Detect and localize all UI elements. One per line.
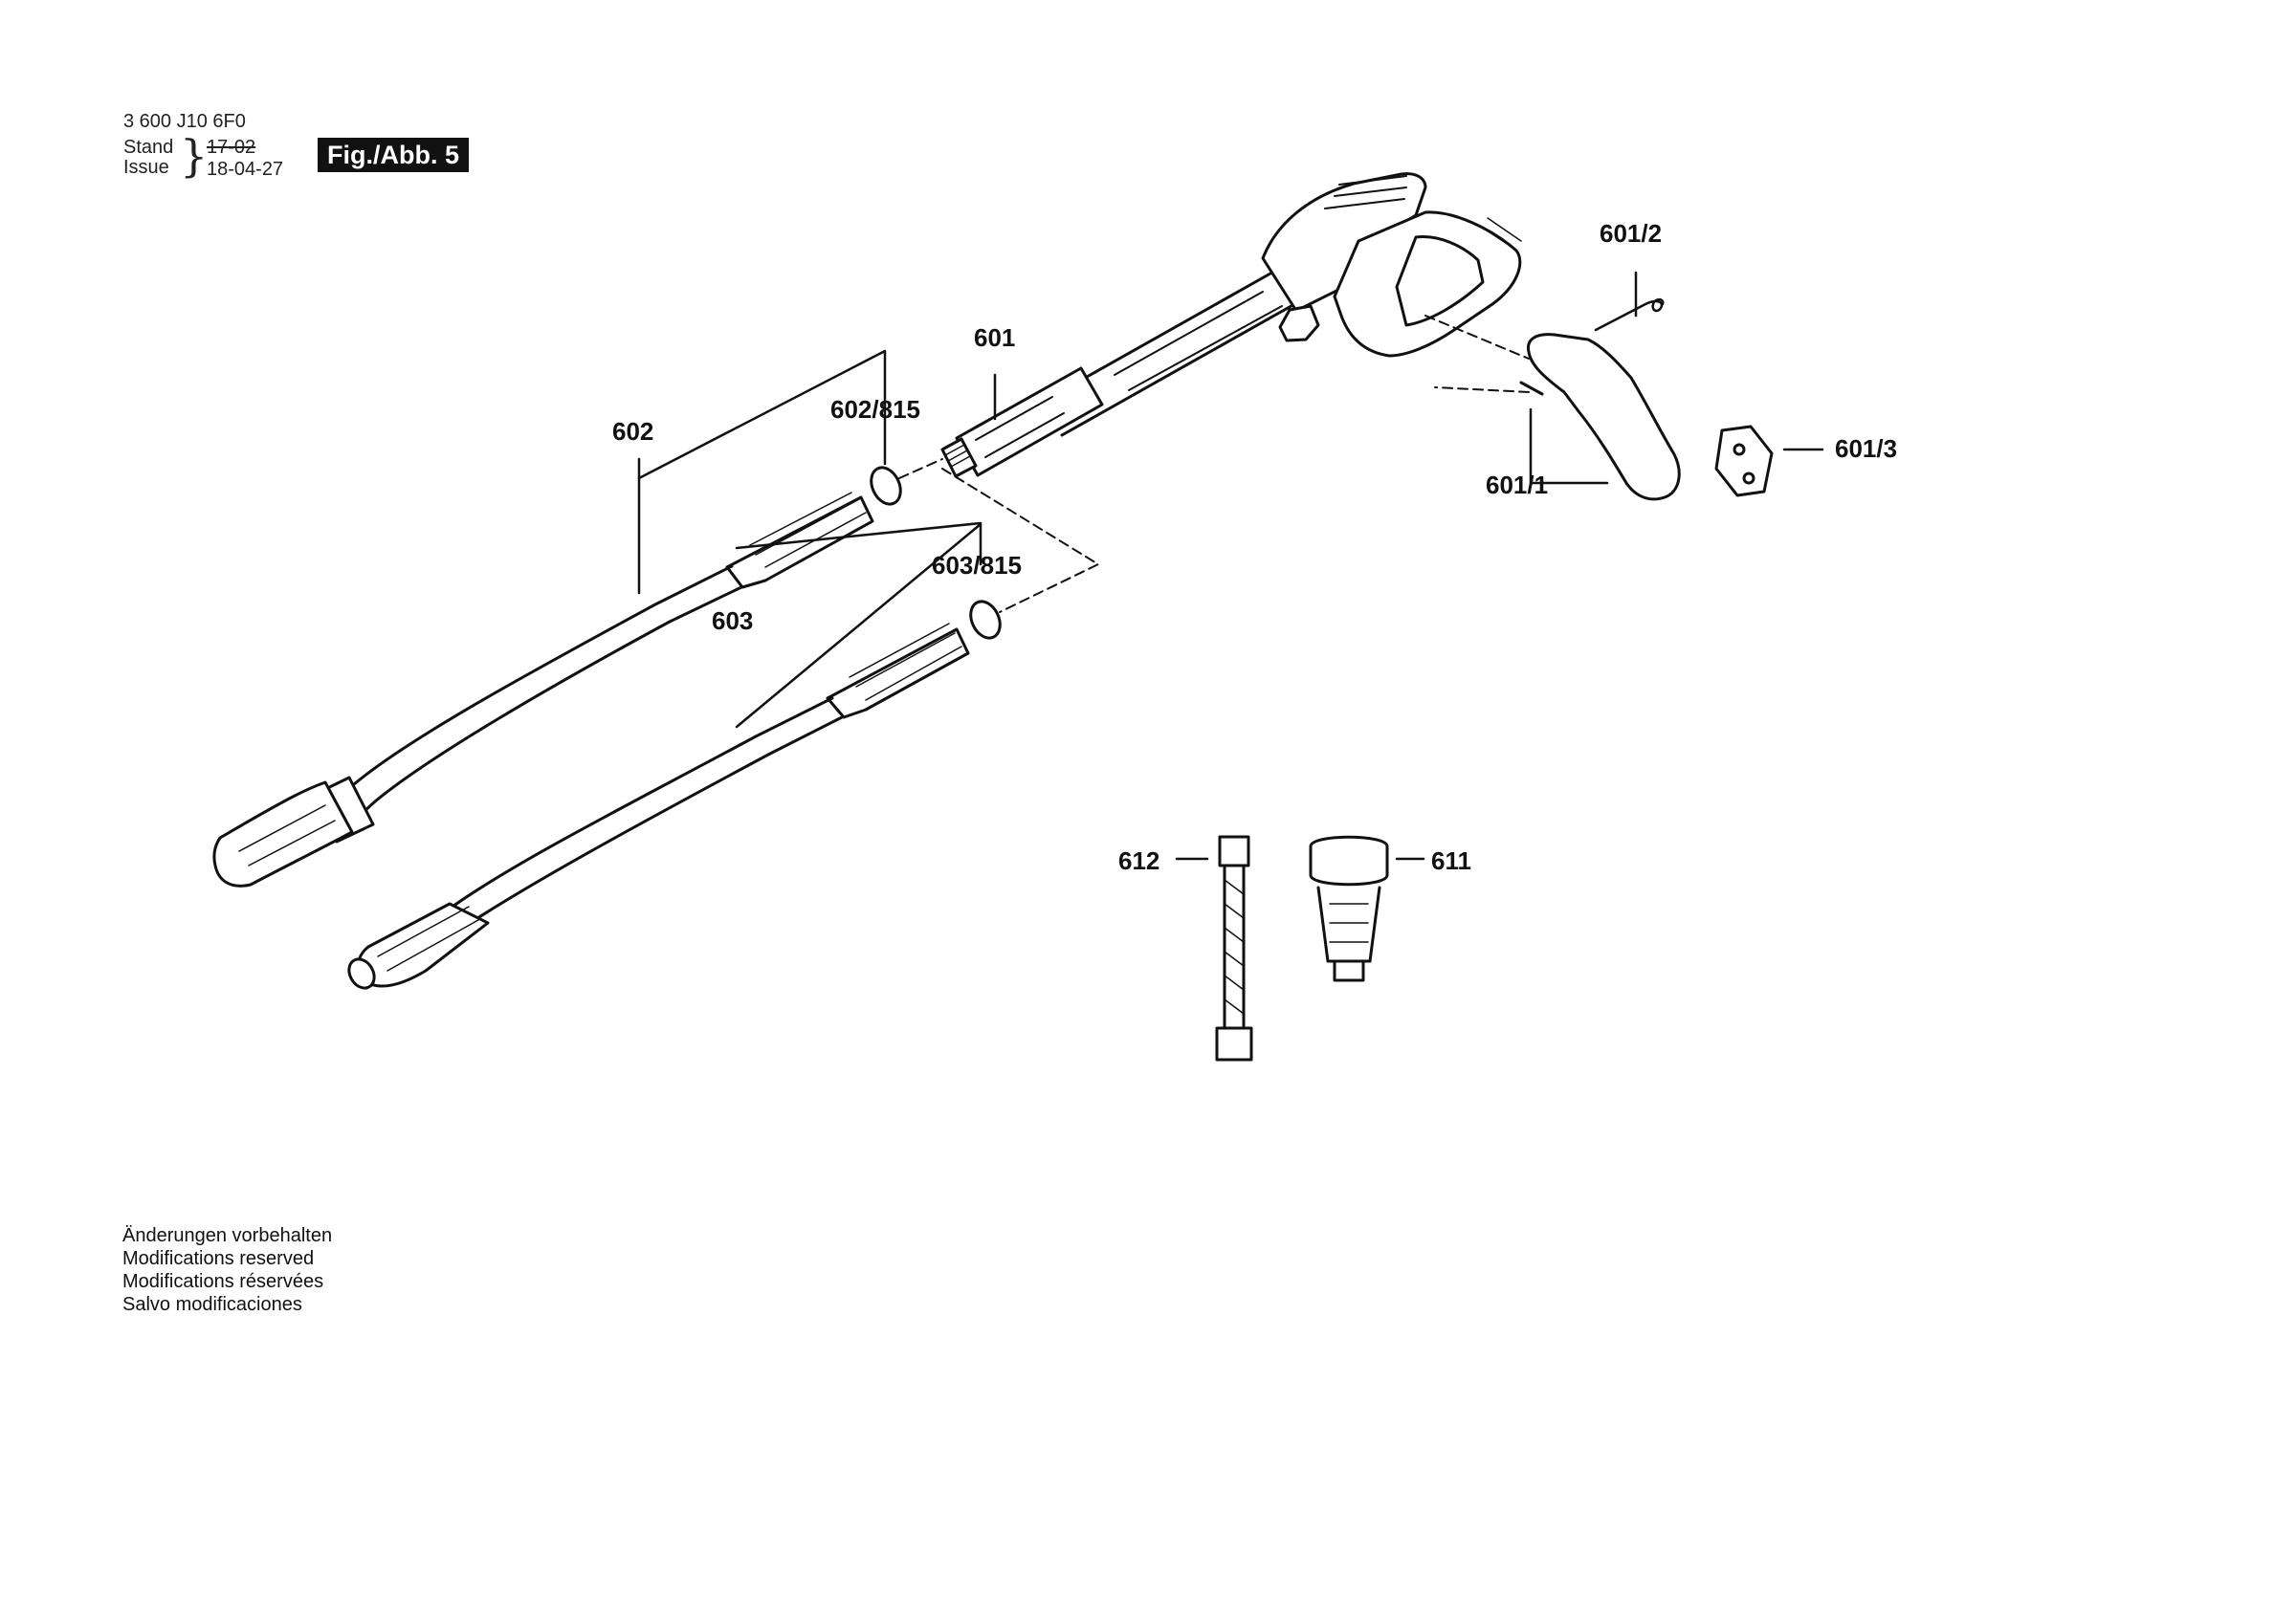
stand-label: Stand xyxy=(123,137,174,158)
trigger-601-1 xyxy=(1519,333,1681,501)
assembly-dashed-lines xyxy=(898,315,1530,613)
footer-line: Modifications réservées xyxy=(122,1271,324,1292)
lance-603 xyxy=(347,623,970,990)
issue-label: Issue xyxy=(123,157,169,178)
o-ring-602-815 xyxy=(870,466,902,506)
callout-612: 612 xyxy=(1118,846,1160,875)
footer-notice: Änderungen vorbehalten Modifications res… xyxy=(122,1224,332,1316)
footer-line: Änderungen vorbehalten xyxy=(122,1225,333,1246)
callout-603-815: 603/815 xyxy=(932,551,1022,580)
spray-gun-601 xyxy=(940,172,1522,478)
hose-connector-612 xyxy=(1215,835,1253,1062)
callout-601-3: 601/3 xyxy=(1835,434,1898,463)
lance-602 xyxy=(212,492,874,888)
issue-date: 18-04-27 xyxy=(207,159,284,180)
lock-bracket-601-3 xyxy=(1714,425,1774,497)
footer-line: Modifications reserved xyxy=(122,1248,315,1269)
callout-602: 602 xyxy=(612,417,654,446)
brace-icon: } xyxy=(180,130,209,182)
callout-602-815: 602/815 xyxy=(830,395,920,424)
stand-date: 17-02 xyxy=(207,137,256,158)
callout-601: 601 xyxy=(974,323,1016,352)
part-number: 3 600 J10 6F0 xyxy=(123,111,246,132)
callout-601-1: 601/1 xyxy=(1486,471,1549,499)
figure-badge: Fig./Abb. 5 xyxy=(318,138,469,172)
callout-611: 611 xyxy=(1431,846,1471,875)
callout-603: 603 xyxy=(712,606,754,635)
footer-line: Salvo modificaciones xyxy=(122,1294,302,1315)
water-filter-611 xyxy=(1309,835,1389,982)
spring-601-2 xyxy=(1594,297,1665,332)
callout-601-2: 601/2 xyxy=(1600,219,1663,248)
leader-lines xyxy=(637,271,1824,861)
o-ring-603-815 xyxy=(969,600,1002,640)
